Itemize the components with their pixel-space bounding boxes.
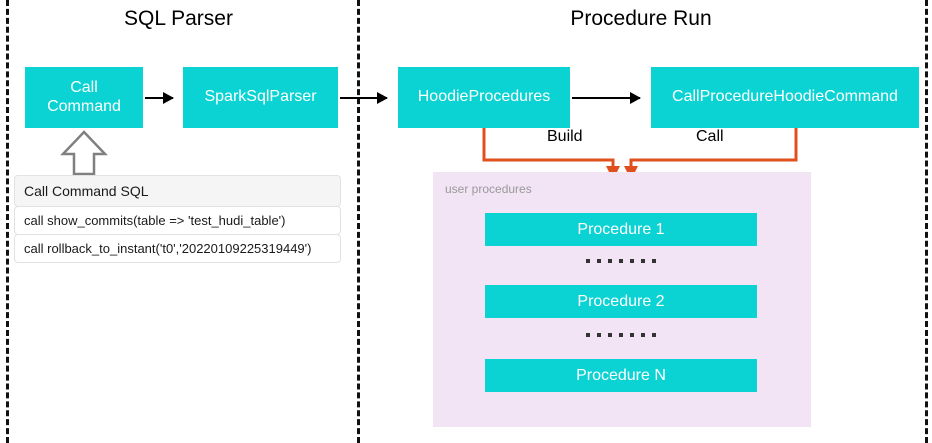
sql-table-row: call show_commits(table => 'test_hudi_ta…	[14, 206, 341, 235]
node-call-procedure-hoodie-command-label: CallProcedureHoodieCommand	[672, 88, 898, 106]
procedure-item-label: Procedure 1	[577, 220, 665, 238]
ellipsis-dots-icon	[485, 329, 757, 341]
node-call-procedure-hoodie-command[interactable]: CallProcedureHoodieCommand	[651, 67, 919, 128]
node-call-command-label-line2: Command	[47, 97, 121, 115]
node-spark-sql-parser[interactable]: SparkSqlParser	[183, 67, 338, 128]
right-arrow-icon-parser-to-hoodie	[340, 92, 388, 104]
user-procedures-panel: user procedures Procedure 1 Procedure 2 …	[433, 172, 811, 427]
ellipsis-dots-icon	[485, 255, 757, 267]
section-title-sql-parser: SQL Parser	[124, 7, 233, 30]
call-command-sql-table: Call Command SQL call show_commits(table…	[14, 175, 341, 263]
node-hoodie-procedures-label: HoodieProcedures	[417, 88, 551, 106]
procedure-item[interactable]: Procedure N	[485, 359, 757, 392]
connector-label-call: Call	[692, 128, 728, 146]
section-divider-right	[925, 0, 928, 443]
node-hoodie-procedures[interactable]: HoodieProcedures	[398, 67, 570, 128]
procedure-item-label: Procedure N	[576, 366, 666, 384]
procedure-item-label: Procedure 2	[577, 292, 665, 310]
section-divider-middle	[357, 0, 360, 443]
right-arrow-icon-call-to-parser	[145, 92, 174, 104]
up-block-arrow-icon	[60, 130, 108, 176]
user-procedures-caption: user procedures	[445, 182, 532, 196]
section-title-procedure-run: Procedure Run	[570, 7, 712, 30]
sql-table-header: Call Command SQL	[14, 175, 341, 207]
node-call-command[interactable]: Call Command	[25, 67, 143, 128]
node-spark-sql-parser-label: SparkSqlParser	[204, 88, 317, 106]
procedure-item[interactable]: Procedure 1	[485, 213, 757, 246]
section-divider-left	[6, 0, 9, 443]
right-arrow-icon-hoodie-to-command	[572, 92, 641, 104]
procedure-item[interactable]: Procedure 2	[485, 285, 757, 318]
sql-table-row: call rollback_to_instant('t0','202201092…	[14, 234, 341, 263]
connector-label-build: Build	[543, 128, 587, 146]
node-call-command-label-line1: Call	[70, 79, 98, 97]
